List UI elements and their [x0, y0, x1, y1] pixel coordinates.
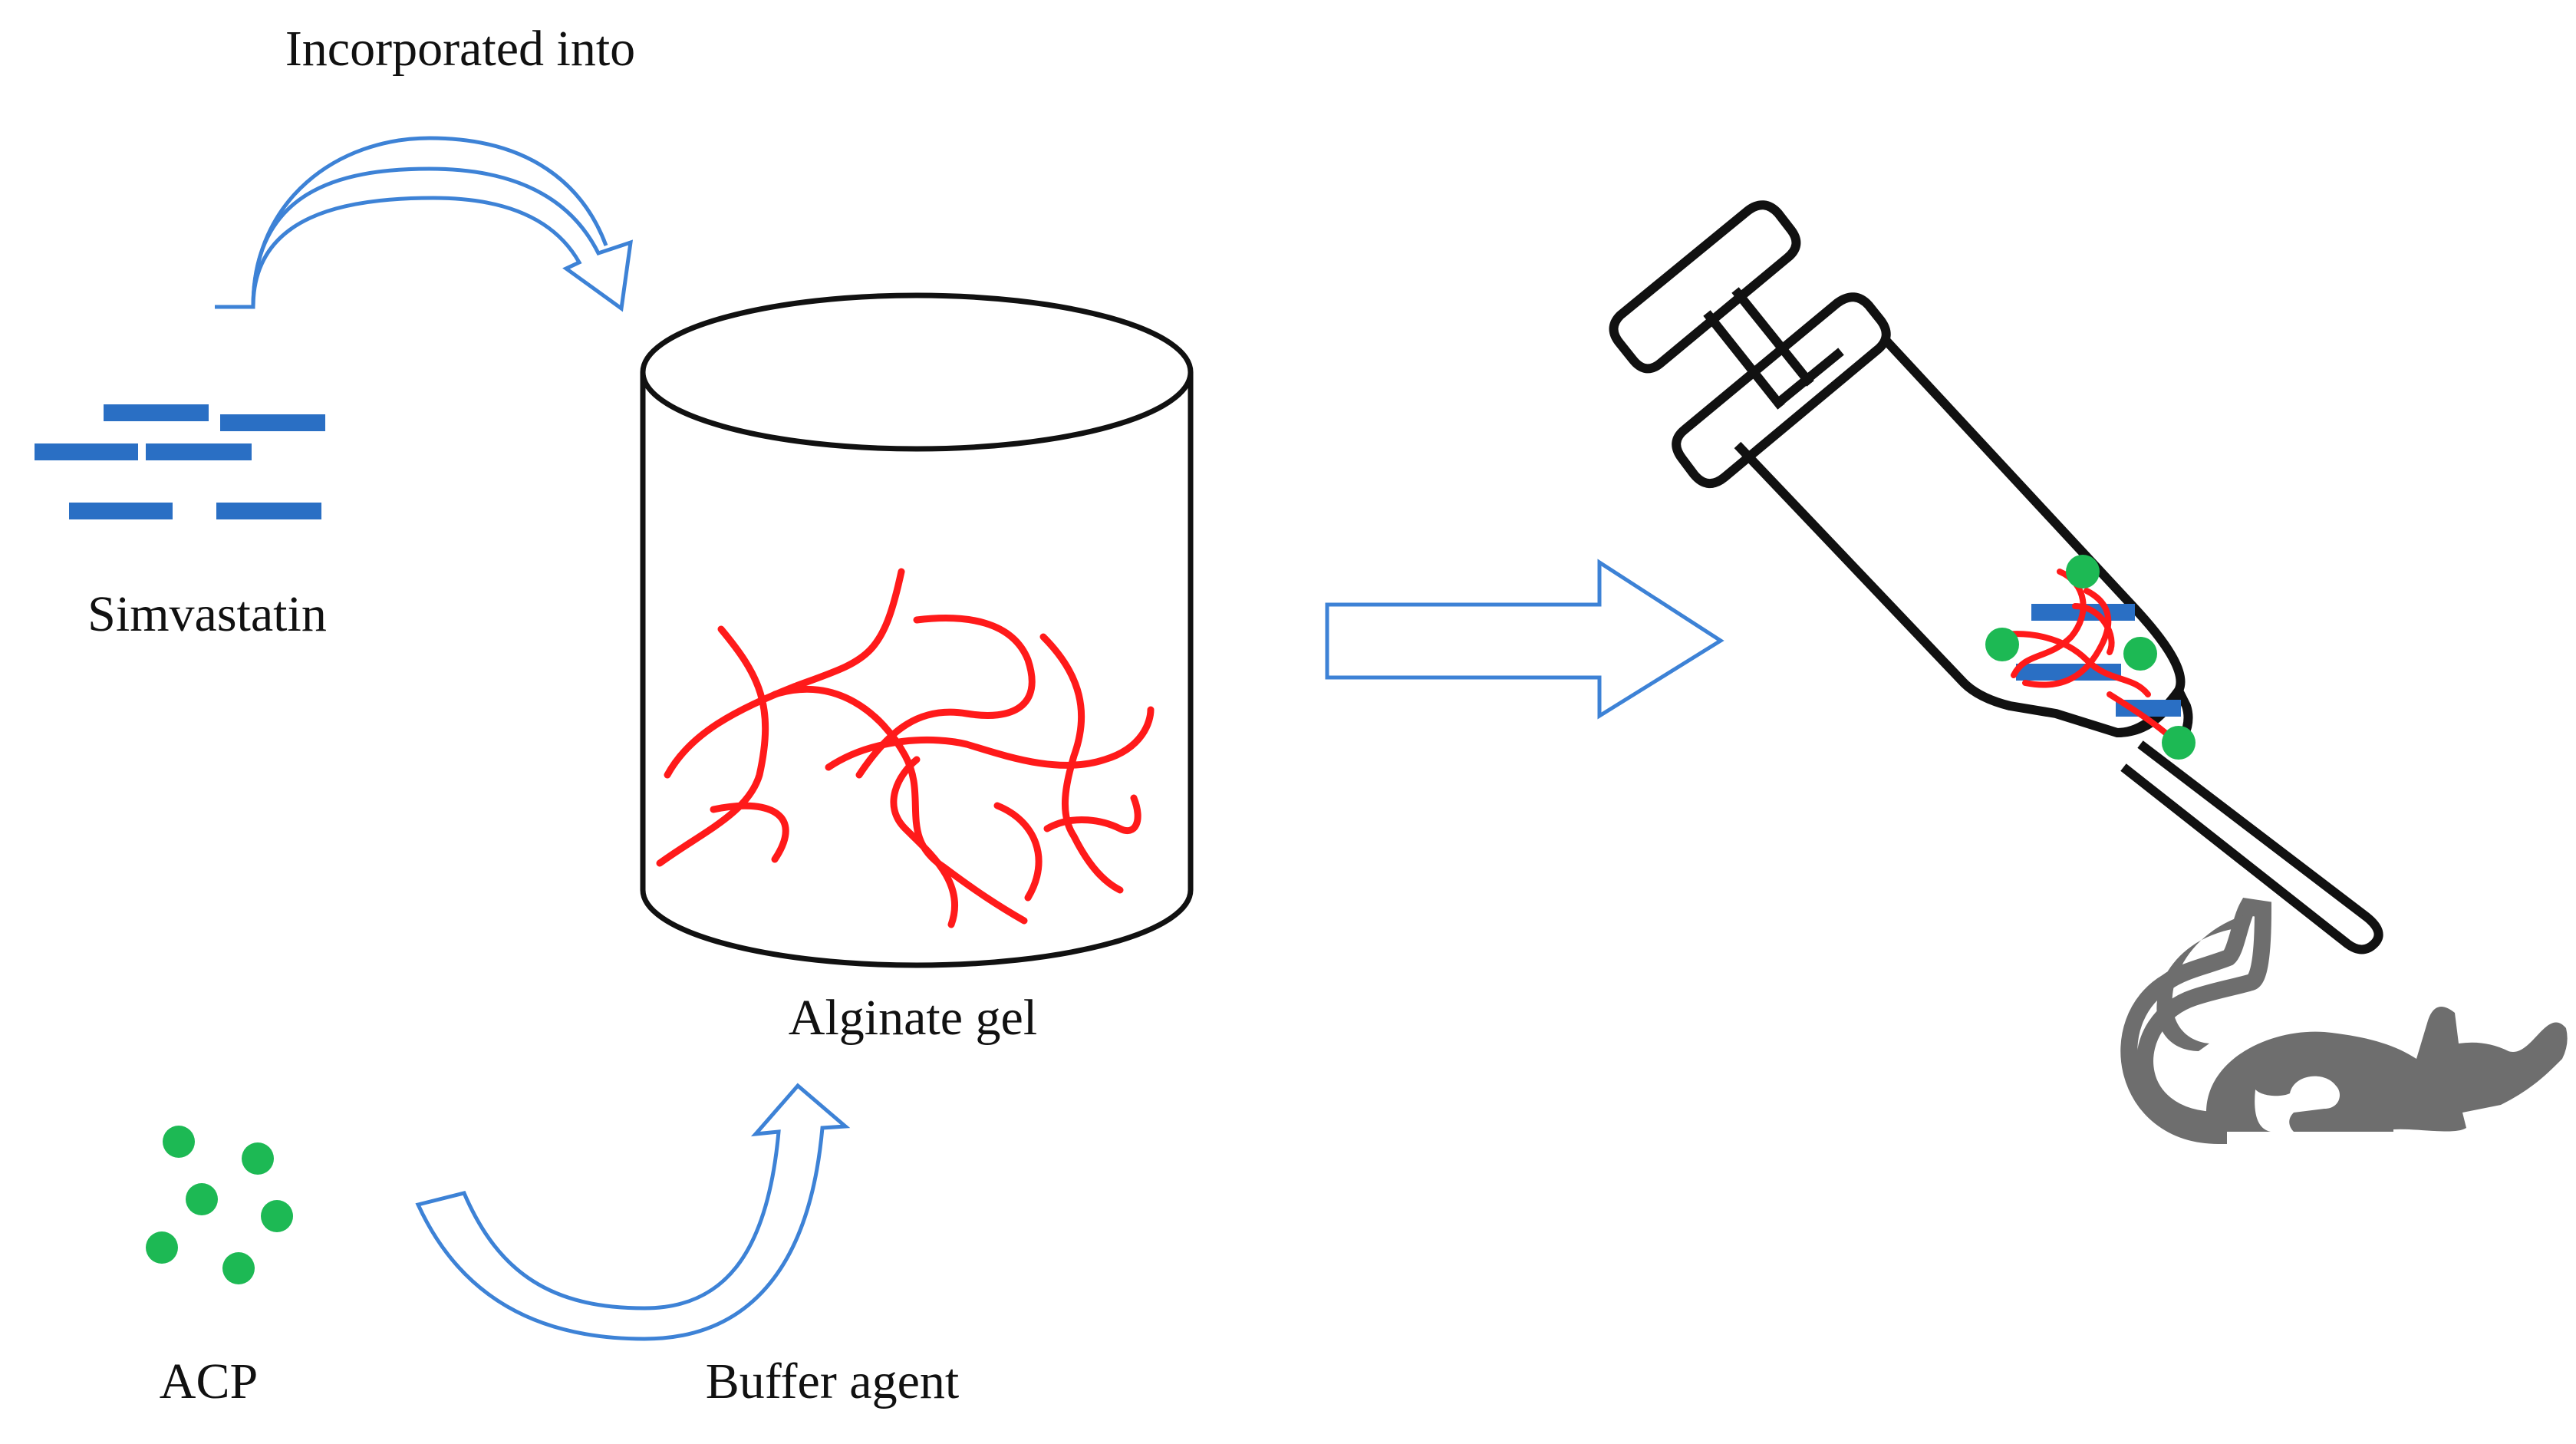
syringe-contents	[1985, 555, 2196, 760]
alginate-fibers	[656, 568, 1155, 928]
right-arrow-icon	[1325, 559, 1724, 720]
buffer-curved-arrow-icon	[415, 1083, 851, 1341]
curved-arrow-inner-line	[251, 136, 608, 308]
alginate-gel-label: Alginate gel	[789, 990, 1037, 1046]
simvastatin-icon	[35, 404, 325, 519]
buffer-agent-label: Buffer agent	[706, 1353, 959, 1409]
syringe-icon	[1609, 200, 2383, 954]
incorporated-into-label: Incorporated into	[285, 21, 635, 77]
acp-icon	[146, 1126, 293, 1284]
acp-label: ACP	[160, 1353, 258, 1409]
simvastatin-label: Simvastatin	[87, 586, 327, 642]
mouse-icon	[2120, 897, 2568, 1145]
curved-arrow-icon	[215, 166, 634, 312]
